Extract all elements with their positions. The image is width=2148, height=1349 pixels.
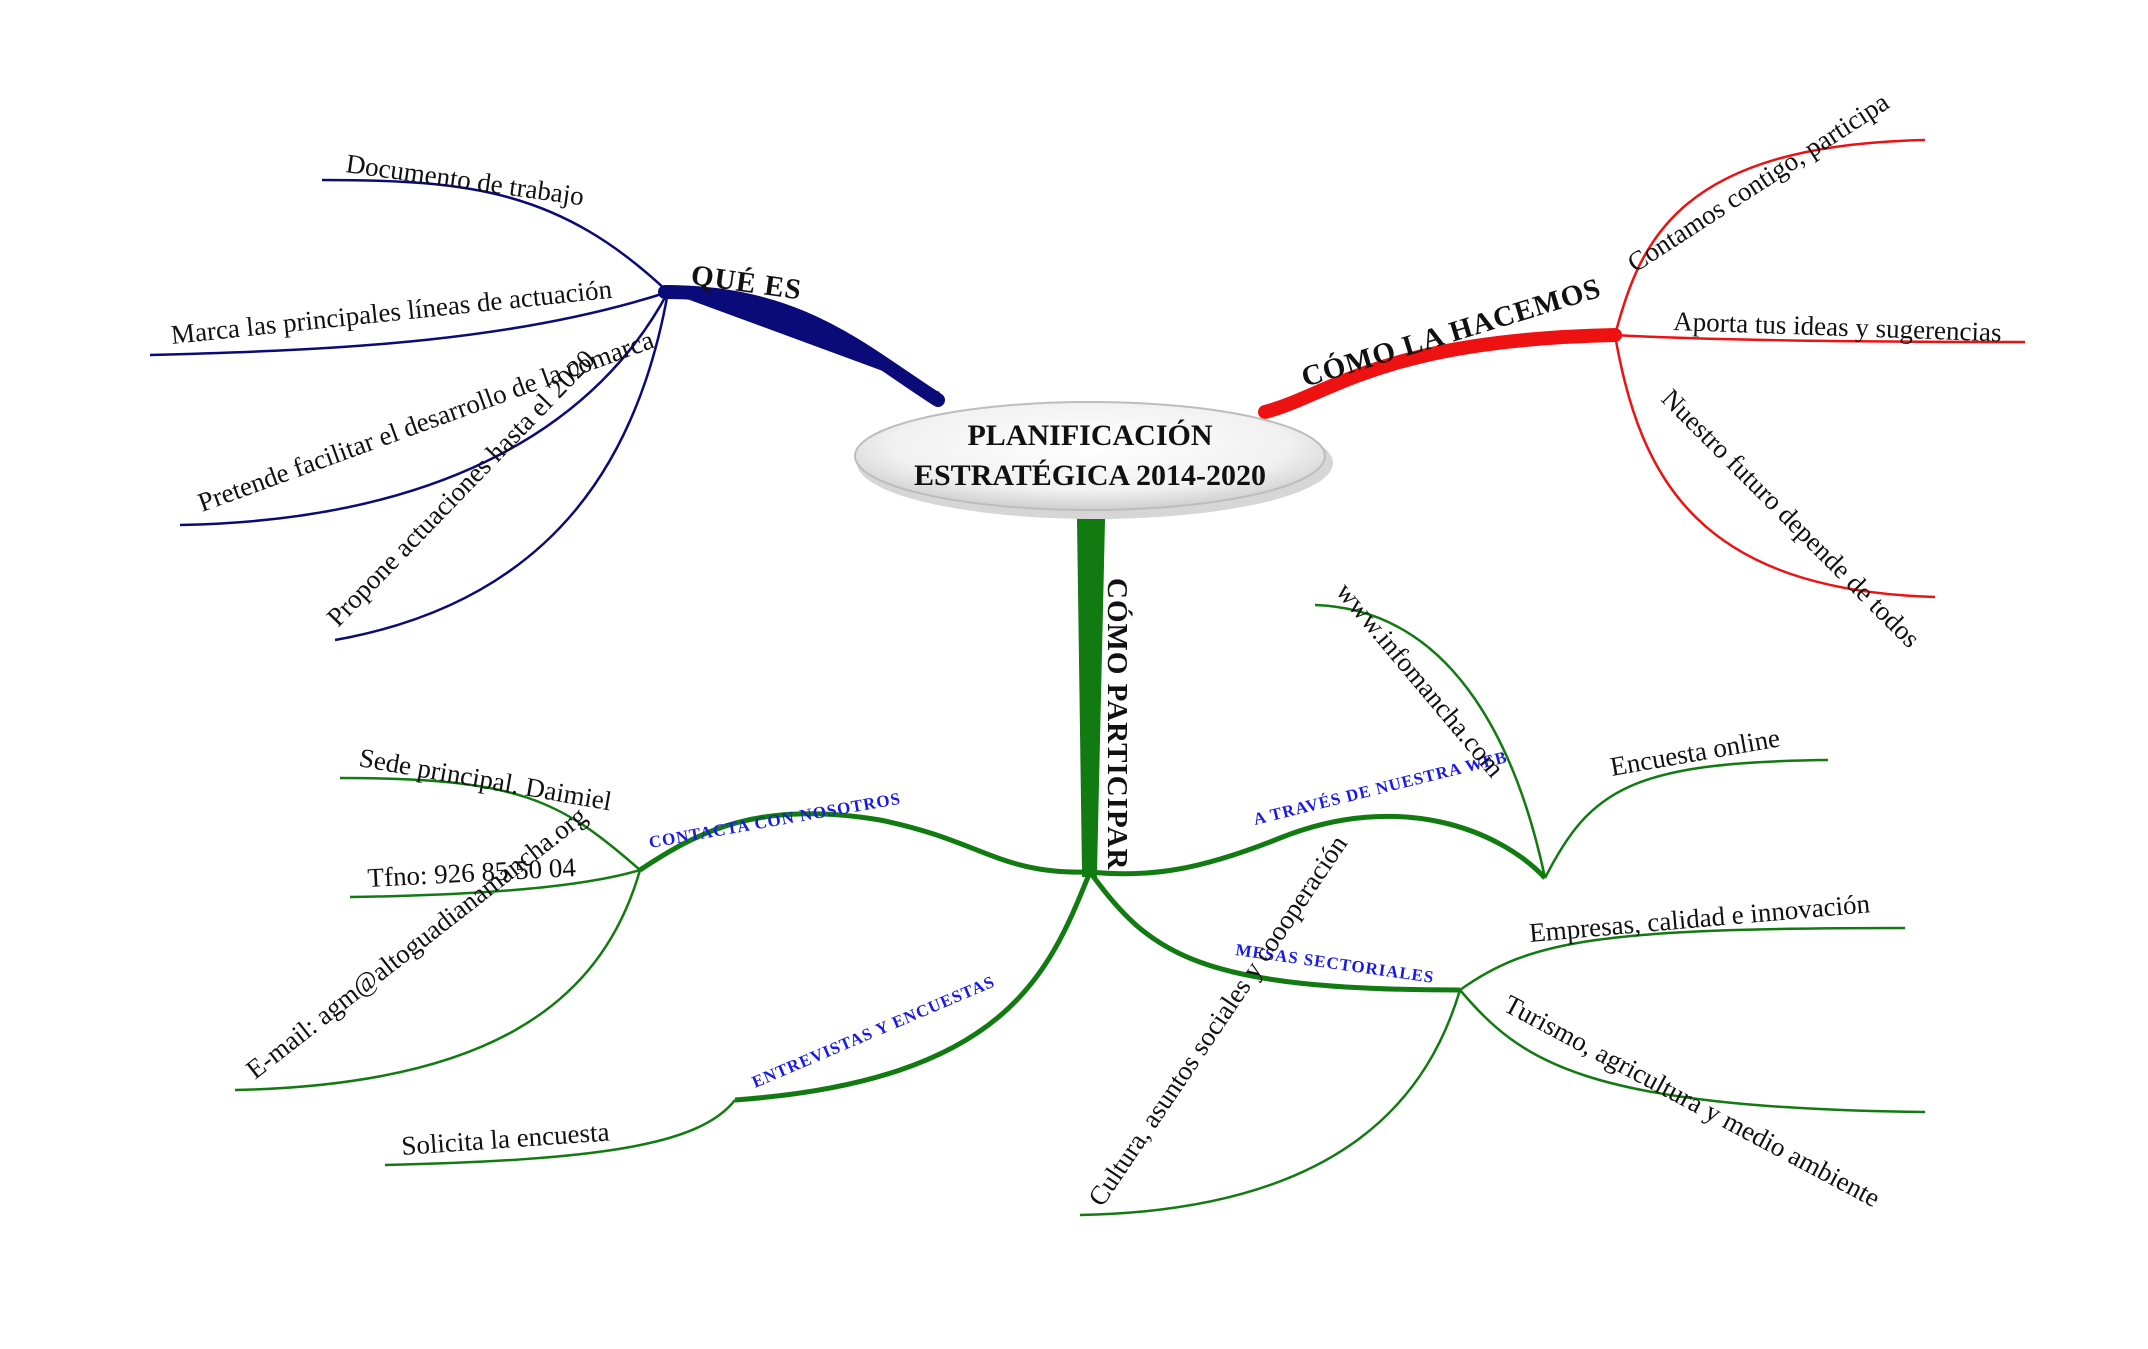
- como-participar-main-connector: [1076, 515, 1106, 877]
- contacta-connector: [638, 811, 1091, 875]
- mesas-item-1: Empresas, calidad e innovación: [1528, 888, 1872, 948]
- central-topic-line-1: PLANIFICACIÓN: [967, 419, 1212, 452]
- como-la-hacemos-item-2: Aporta tus ideas y sugerencias: [1673, 306, 2002, 347]
- como-la-hacemos-item-1: Contamos contigo, participa: [1622, 87, 1894, 278]
- branch-como-participar: CÓMO PARTICIPAR CONTACTA CON NOSOTROS Se…: [234, 515, 1926, 1217]
- central-topic[interactable]: PLANIFICACIÓN ESTRATÉGICA 2014-2020: [854, 401, 1333, 519]
- web-connector: [1089, 813, 1547, 880]
- entrevistas-leaf-line-1: [384, 1099, 736, 1167]
- central-topic-oval: [854, 401, 1326, 511]
- que-es-item-1: Documento de trabajo: [344, 148, 586, 211]
- que-es-item-2: Marca las principales líneas de actuació…: [169, 274, 613, 350]
- contacta-item-3: E-mail: agm@altoguadianamancha.org: [240, 801, 592, 1085]
- mesas-leaf-line-2: [1459, 989, 1926, 1114]
- web-leaf-line-1: [1314, 603, 1547, 879]
- que-es-leaf-line-3: [179, 291, 670, 527]
- como-la-hacemos-main-connector: [1258, 328, 1622, 419]
- mesas-item-3: Cultura, asuntos sociales y coooperación: [1082, 829, 1353, 1211]
- branch-que-es: QUÉ ES Documento de trabajo Marca las pr…: [149, 148, 945, 642]
- entrevistas-connector: [734, 871, 1093, 1103]
- central-topic-line-2: ESTRATÉGICA 2014-2020: [914, 459, 1266, 492]
- como-la-hacemos-leaf-line-2: [1614, 333, 2026, 344]
- entrevistas-label: ENTREVISTAS Y ENCUESTAS: [749, 972, 998, 1092]
- contacta-label: CONTACTA CON NOSOTROS: [647, 789, 902, 852]
- contacta-leaf-line-3: [234, 869, 642, 1092]
- web-item-1: www.infomancha.com: [1330, 577, 1510, 783]
- como-participar-label: CÓMO PARTICIPAR: [1101, 578, 1134, 870]
- mesas-leaf-line-3: [1079, 989, 1462, 1217]
- que-es-leaf-line-2: [149, 290, 669, 357]
- como-la-hacemos-leaf-line-1: [1613, 138, 1926, 336]
- que-es-leaf-line-1: [321, 178, 669, 293]
- mesas-connector: [1087, 870, 1461, 993]
- que-es-main-connector-stroke: [658, 285, 945, 407]
- web-leaf-line-2: [1543, 758, 1829, 879]
- contacta-leaf-line-1: [339, 776, 641, 871]
- branch-como-la-hacemos: CÓMO LA HACEMOS Contamos contigo, partic…: [1258, 87, 2026, 653]
- contacta-leaf-line-2: [349, 868, 641, 899]
- web-item-2: Encuesta online: [1608, 723, 1782, 782]
- mesas-item-2: Turismo, agricultura y medio ambiente: [1499, 989, 1885, 1213]
- mesas-leaf-line-1: [1459, 926, 1906, 992]
- como-la-hacemos-leaf-line-3: [1613, 334, 1936, 599]
- que-es-item-4: Propone actuaciones hasta el 2020: [321, 344, 601, 632]
- que-es-leaf-line-4: [334, 291, 670, 642]
